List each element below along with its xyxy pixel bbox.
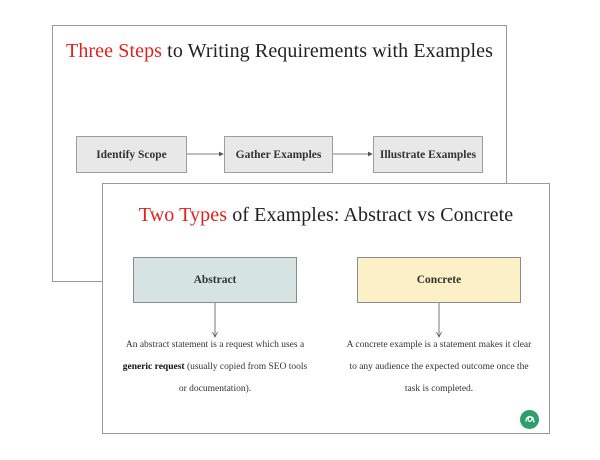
type-connectors [212, 303, 442, 338]
brand-logo-icon [520, 410, 539, 429]
type-box-concrete: Concrete [357, 257, 521, 303]
title-accent: Three Steps [66, 40, 163, 62]
step-illustrate-examples: Illustrate Examples [373, 136, 483, 173]
desc-abstract-pre: An abstract statement is a request which… [125, 340, 305, 350]
type-box-abstract: Abstract [133, 257, 297, 303]
title-rest: of Examples: Abstract vs Concrete [227, 204, 514, 226]
desc-concrete-pre: A concrete example is a statement makes … [346, 340, 532, 394]
title-accent: Two Types [138, 204, 228, 226]
title-rest: to Writing Requirements with Examples [162, 40, 493, 62]
desc-abstract-post: (usually copied from SEO tools or docume… [178, 362, 308, 394]
desc-abstract-bold: generic request [122, 362, 185, 372]
slide-title: Three Steps to Writing Requirements with… [53, 40, 506, 63]
slide-title: Two Types of Examples: Abstract vs Concr… [103, 204, 549, 227]
step-identify-scope: Identify Scope [76, 136, 187, 173]
step-gather-examples: Gather Examples [224, 136, 333, 173]
desc-abstract: An abstract statement is a request which… [120, 334, 310, 400]
slide-two-types: Two Types of Examples: Abstract vs Concr… [102, 183, 550, 434]
desc-concrete: A concrete example is a statement makes … [344, 334, 534, 400]
step-connectors [187, 151, 373, 157]
